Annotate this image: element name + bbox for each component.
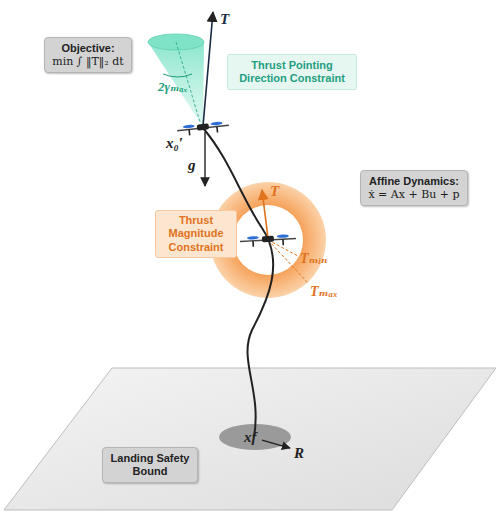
radius-arrow [262,440,290,448]
drone [240,234,296,248]
node-title: Thrust Magnitude Constraint [162,214,230,254]
cone-angle [163,74,192,77]
vector-label: g [188,158,196,173]
safety-box: Landing Safety Bound [102,447,198,483]
gravity-arrow [204,132,205,186]
drone [177,121,230,137]
state-label: xf [244,430,257,445]
vector-label: T [270,184,279,199]
node-title: Thrust Pointing Direction Constraint [235,59,349,85]
angle-label: 2γₘₐₓ [158,80,188,93]
radius-label: R [294,446,304,461]
bound-label: Tₘₐₓ [310,285,338,299]
node-formula: ẋ = Ax + Bu + p [368,188,459,201]
trajectory [203,128,273,437]
node-title: Objective: [52,42,123,55]
node-title: Landing Safety Bound [110,452,190,478]
ground-plane [4,368,496,510]
constraint-box: Thrust Magnitude Constraint [155,210,237,258]
dynamics-box: Affine Dynamics:ẋ = Ax + Bu + p [360,170,467,206]
node-title: Affine Dynamics: [368,175,459,188]
constraint-box: Thrust Pointing Direction Constraint [227,54,357,90]
thrust-cone [148,42,204,127]
state-label: x₀′ [166,136,183,151]
thrust-arrow [203,12,213,126]
objective-box: Objective:min ∫ ‖T‖₂ dt [44,37,131,73]
vector-label: T [220,12,229,27]
bound-label: Tₘᵢₙ [300,252,328,266]
node-formula: min ∫ ‖T‖₂ dt [52,55,123,68]
thrust-arrow-2 [262,190,268,238]
